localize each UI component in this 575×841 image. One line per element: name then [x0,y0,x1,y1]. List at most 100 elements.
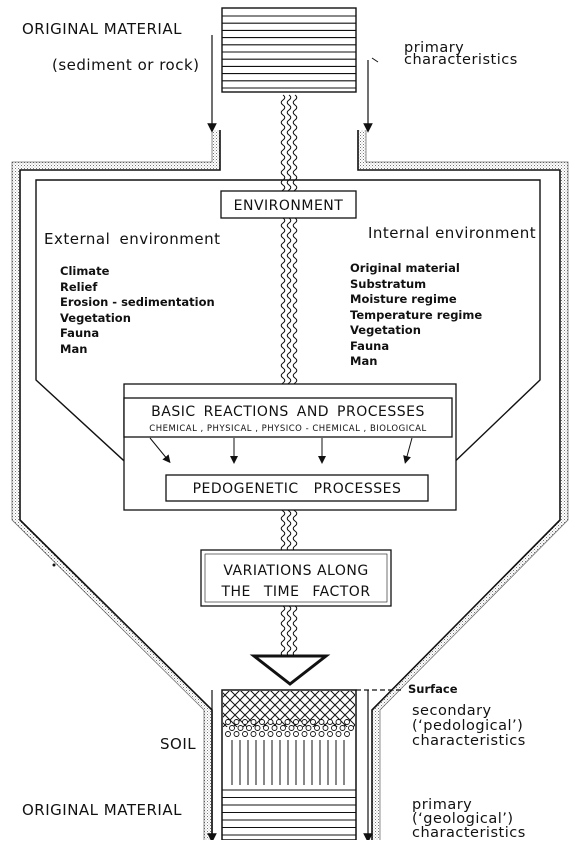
gravel-circle [301,731,308,737]
gravel-circle [242,719,248,725]
wavy-line [286,94,292,196]
gravel-circle [259,719,265,725]
gravel-circle [250,719,257,725]
secondary-label: secondary [412,703,492,719]
list-item: Vegetation [350,323,421,337]
top-sediment-column [221,7,357,93]
gravel-circle [280,725,286,731]
basic-reactions-subtitle: CHEMICAL , PHYSICAL , PHYSICO - CHEMICAL… [149,424,427,434]
gravel-circle [318,719,325,725]
secondary-characteristics-label: characteristics [412,733,526,749]
wavy-line [280,605,286,657]
soil-label: SOIL [160,735,197,753]
bottom-primary-label: primary [412,797,473,813]
gravel-circle [271,725,278,731]
gravel-circle [293,731,299,737]
wavy-line [286,217,292,399]
gravel-circle [246,725,252,731]
gravel-circle [288,725,295,731]
bottom-original-material-label: ORIGINAL MATERIAL [22,801,182,819]
wavy-line [280,217,286,399]
gravel-circle [225,731,231,737]
basic-reactions-title-box [123,397,453,438]
pedological-label: (‘pedological’) [412,718,524,734]
list-item: Moisture regime [350,292,457,306]
gravel-circle [250,731,257,737]
list-item: Man [60,341,88,356]
gravel-circle [297,725,303,731]
gravel-circle [267,719,274,725]
gravel-circle [327,719,333,725]
gravel-circle [284,731,291,737]
wavy-line [292,94,298,196]
internal-environment-title: Internal environment [368,224,537,242]
bottom-characteristics-label: characteristics [412,825,526,841]
internal-factor-list: Original material Substratum Moisture re… [350,261,482,370]
gravel-circle [310,731,316,737]
gravel-circle [233,719,240,725]
gravel-circle [237,725,244,731]
gravel-circle [233,731,240,737]
gravel-circle [259,731,265,737]
gravel-circle [335,731,342,737]
gravel-circle [276,719,282,725]
gravel-circle [310,719,316,725]
environment-title: ENVIRONMENT [233,198,344,214]
gravel-circle [254,725,261,731]
list-item: Fauna [60,326,100,340]
gravel-circle [284,719,291,725]
gravel-circle [314,725,320,731]
time-factor-line1: VARIATIONS ALONG [223,563,369,579]
list-item: Temperature regime [350,307,483,322]
list-item: Fauna [350,338,390,353]
gravel-circle [339,725,346,731]
list-item: Climate [60,264,110,278]
wavy-line [292,217,298,399]
wavy-line [292,605,298,657]
wavy-line [280,94,286,196]
gravel-circle [344,731,350,737]
gravel-circle [267,731,274,737]
gravel-circle [263,725,269,731]
time-factor-line2: THE TIME FACTOR [221,584,371,600]
gravel-circle [293,719,299,725]
top-primary-label: primary [404,40,465,56]
gravel-circle [305,725,312,731]
list-item: Man [350,354,378,368]
time-factor-box [200,549,392,607]
environment-box [220,190,357,219]
list-item: Original material [350,261,460,275]
list-item: Relief [60,279,98,294]
gravel-circle [225,719,231,725]
external-factor-list: Climate Relief Erosion - sedimentation V… [60,264,215,357]
gravel-circle [335,719,342,725]
gravel-circle [318,731,325,737]
surface-label: Surface [408,682,458,696]
pedogenetic-processes-title: PEDOGENETIC PROCESSES [192,481,402,497]
wavy-line [286,605,292,657]
gravel-circle [331,725,337,731]
top-original-material-sub: (sediment or rock) [52,56,200,74]
soil-column [221,689,357,840]
gravel-circle [348,725,354,731]
pedogenetic-box [165,474,429,502]
top-original-material-label: ORIGINAL MATERIAL [22,20,182,38]
gravel-circle [344,719,350,725]
external-environment-title: External environment [44,230,221,248]
geological-label: (‘geological’) [412,811,514,827]
gravel-circle [276,731,282,737]
gravel-circle [322,725,329,731]
gravel-circle [301,719,308,725]
list-item: Substratum [350,276,427,291]
gravel-circle [229,725,235,731]
reaction-arrows [149,437,413,464]
gravel-circle [242,731,248,737]
central-wavy-path [280,94,298,657]
top-characteristics-label: characteristics [404,52,518,68]
list-item: Vegetation [60,310,131,325]
list-item: Erosion - sedimentation [60,295,215,309]
down-arrow [249,654,331,686]
gravel-circle [327,731,333,737]
basic-reactions-title: BASIC REACTIONS AND PROCESSES [151,404,425,420]
